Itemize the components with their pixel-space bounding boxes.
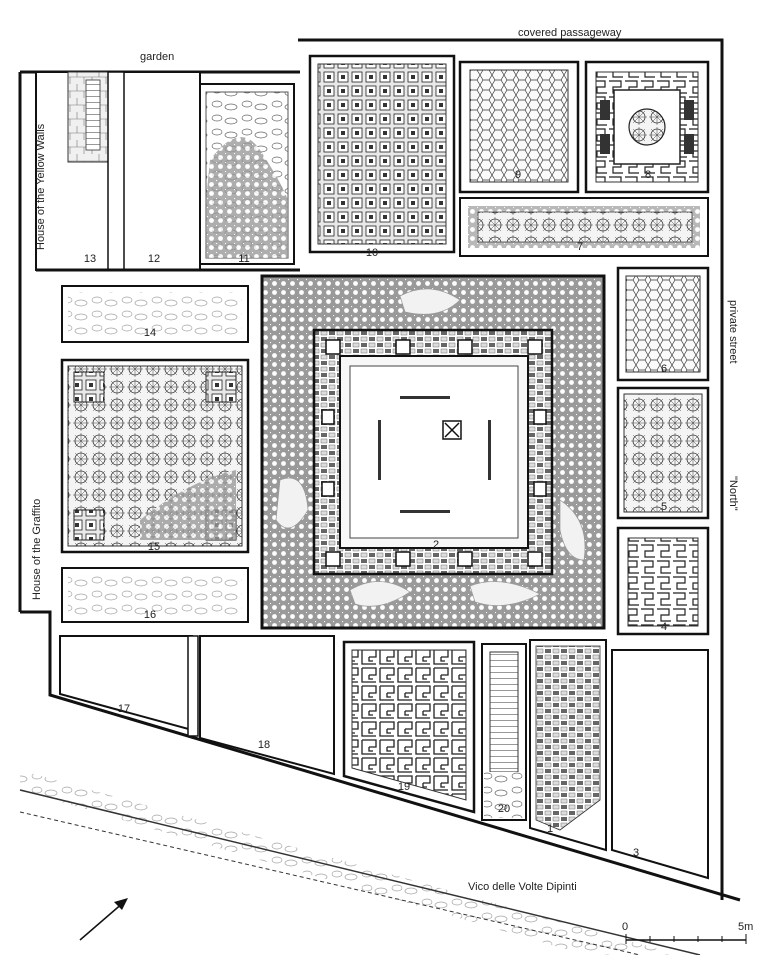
room-label-20: 20 (498, 803, 510, 815)
north-arrow-icon (79, 898, 128, 941)
room-label-12: 12 (148, 253, 160, 265)
room-19 (342, 640, 476, 814)
room-20 (481, 643, 527, 821)
room-label-19: 19 (398, 781, 410, 793)
room-8 (584, 60, 710, 194)
room-5 (616, 386, 710, 520)
covered-passageway-label: covered passageway (518, 27, 622, 39)
room-18 (199, 635, 335, 776)
room-label-3: 3 (633, 847, 639, 859)
room-label-2: 2 (433, 539, 439, 551)
vico-label: Vico delle Volte Dipinti (468, 881, 577, 893)
street-wall (19, 770, 701, 955)
room-label-9: 9 (515, 169, 521, 181)
scale-bar: 0 5m (622, 921, 753, 944)
scale-end: 5m (738, 921, 753, 933)
room-label-16: 16 (144, 609, 156, 621)
room-16 (61, 567, 249, 623)
room-label-13: 13 (84, 253, 96, 265)
room-10 (308, 54, 456, 254)
garden-label: garden (140, 51, 174, 63)
room-14 (61, 285, 249, 343)
room-9 (458, 60, 580, 194)
room-label-5: 5 (661, 501, 667, 513)
rooms-12-13 (35, 71, 300, 272)
room-label-6: 6 (661, 363, 667, 375)
room-label-11: 11 (238, 253, 249, 265)
room-label-10: 10 (366, 247, 378, 259)
room-label-14: 14 (144, 327, 156, 339)
house-yellow-walls-label: House of the Yellow Walls (35, 123, 47, 250)
room-17 (59, 635, 199, 737)
room-15 (60, 358, 250, 554)
room-label-17: 17 (118, 703, 130, 715)
room-3 (611, 649, 709, 880)
north-label: "North" (727, 476, 739, 511)
room-label-1: 1 (547, 823, 553, 835)
room-label-15: 15 (148, 541, 160, 553)
room-6 (616, 266, 710, 382)
room-2-peristyle (260, 274, 606, 630)
room-11 (199, 83, 295, 265)
room-4 (616, 526, 710, 636)
room-label-4: 4 (661, 621, 667, 633)
room-label-7: 7 (577, 241, 583, 253)
room-label-18: 18 (258, 739, 270, 751)
scale-start: 0 (622, 921, 628, 933)
house-graffito-label: House of the Graffito (31, 499, 43, 600)
room-7 (459, 197, 709, 257)
private-street-label: private street (727, 300, 739, 364)
room-1 (529, 639, 607, 852)
room-label-8: 8 (645, 169, 651, 181)
